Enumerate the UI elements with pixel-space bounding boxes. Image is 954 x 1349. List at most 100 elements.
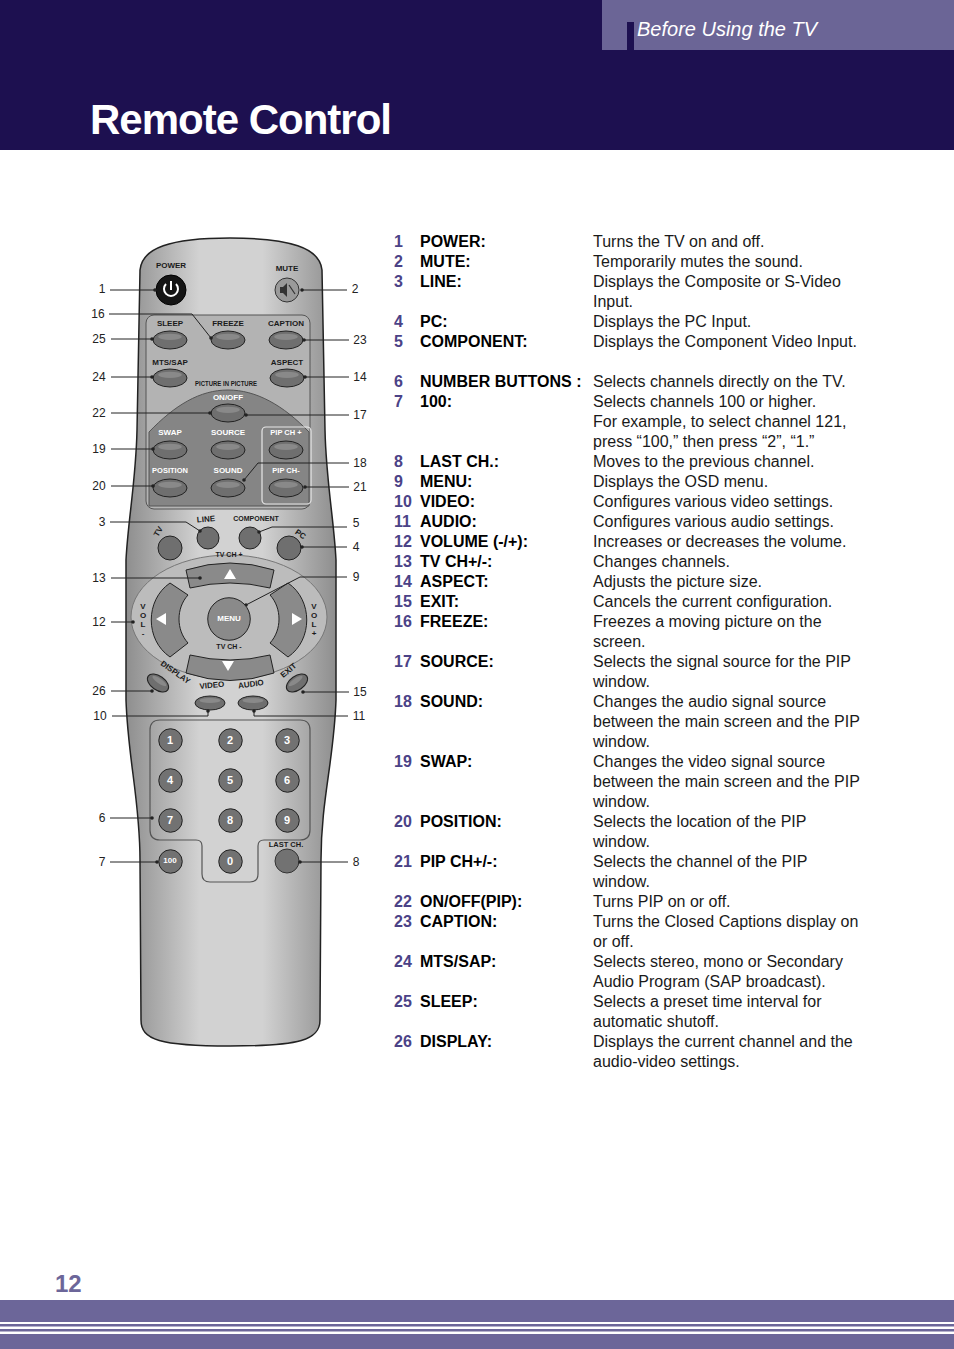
- button-label: CAPTION: [268, 320, 304, 328]
- function-name: NUMBER BUTTONS :: [420, 372, 581, 392]
- row-number: 9: [394, 472, 403, 492]
- mute-icon: [280, 283, 287, 297]
- row-number: 25: [394, 992, 412, 1012]
- callout-number: 6: [99, 812, 106, 825]
- button-label: SWAP: [158, 429, 182, 437]
- button-outline: [158, 728, 182, 752]
- leader-dot: [303, 375, 307, 379]
- button-highlight: [274, 334, 298, 340]
- callout-number: 2: [352, 283, 359, 296]
- function-description: Displays the PC Input.: [593, 312, 865, 332]
- function-description: Displays the Component Video Input.: [593, 332, 865, 352]
- row-number: 12: [394, 532, 412, 552]
- callout-number: 7: [99, 856, 106, 869]
- button-label: V O L -: [139, 602, 146, 638]
- remote-button: [153, 331, 187, 349]
- section-title: Before Using the TV: [637, 17, 817, 41]
- function-name: FREEZE:: [420, 612, 488, 632]
- function-description: Displays the current channel and the aud…: [593, 1032, 865, 1072]
- leader-line: [254, 711, 348, 716]
- function-name: AUDIO:: [420, 512, 477, 532]
- button-text: 8: [227, 815, 233, 826]
- mute-icon: [289, 285, 295, 294]
- button-text: 9: [284, 815, 290, 826]
- leader-dot: [303, 485, 307, 489]
- button-label: POSITION: [152, 467, 188, 475]
- button-outline: [275, 768, 299, 792]
- number-button: 3: [275, 728, 300, 753]
- power-button: [156, 275, 186, 305]
- leader-dot: [298, 860, 302, 864]
- number-button: 7: [158, 808, 183, 833]
- button-label: SOUND: [214, 467, 243, 475]
- function-description: Selects the channel of the PIP window.: [593, 852, 865, 892]
- function-description: Turns the TV on and off.: [593, 232, 865, 252]
- row-number: 8: [394, 452, 403, 472]
- leader-dot: [151, 447, 155, 451]
- function-name: POSITION:: [420, 812, 502, 832]
- button-text: 7: [167, 815, 173, 826]
- row-number: 18: [394, 692, 412, 712]
- leader-dot: [257, 530, 261, 534]
- function-description: Selects the location of the PIP window.: [593, 812, 865, 852]
- power-icon: [170, 281, 172, 290]
- row-number: 19: [394, 752, 412, 772]
- leader-dot: [150, 375, 154, 379]
- function-description: Turns PIP on or off.: [593, 892, 865, 912]
- leader-line: [246, 577, 347, 605]
- remote-button: [211, 404, 245, 422]
- callout-number: 15: [353, 686, 366, 699]
- function-description: Moves to the previous channel.: [593, 452, 865, 472]
- function-name: 100:: [420, 392, 452, 412]
- leader-line: [110, 290, 155, 291]
- function-name: EXIT:: [420, 592, 459, 612]
- leader-dot: [301, 690, 305, 694]
- leader-dot: [302, 338, 306, 342]
- callout-number: 11: [353, 710, 365, 723]
- leader-dot: [300, 545, 304, 549]
- function-description: Selects stereo, mono or Secondary Audio …: [593, 952, 865, 992]
- row-number: 20: [394, 812, 412, 832]
- button-text: 5: [227, 775, 233, 786]
- button-label: SLEEP: [157, 320, 183, 328]
- leader-line: [110, 818, 152, 819]
- source-button: [277, 536, 301, 560]
- footer-bar: [0, 1324, 954, 1327]
- arrow-up-symbol: [224, 569, 236, 579]
- footer-bar: [0, 1329, 954, 1332]
- callout-number: 24: [92, 371, 105, 384]
- button-highlight: [274, 444, 298, 450]
- page-number: 12: [55, 1270, 82, 1299]
- button-outline: [275, 808, 299, 832]
- leader-dot: [209, 336, 213, 340]
- button-highlight: [158, 334, 182, 340]
- function-description: Changes the video signal source between …: [593, 752, 865, 812]
- volume-down-button: [151, 583, 188, 657]
- row-number: 15: [394, 592, 412, 612]
- row-number: 11: [394, 512, 411, 532]
- button-label: FREEZE: [212, 320, 244, 328]
- leader-line: [304, 340, 349, 341]
- remote-button: [270, 369, 304, 387]
- button-outline: [158, 768, 182, 792]
- function-name: PC:: [420, 312, 448, 332]
- leader-line: [111, 413, 210, 414]
- button-highlight: [216, 482, 240, 488]
- source-button: [197, 527, 219, 549]
- button-highlight: [200, 698, 221, 703]
- callout-number: 4: [353, 541, 360, 554]
- button-outline: [208, 598, 251, 641]
- leader-dot: [206, 709, 210, 713]
- pip-panel: [149, 390, 309, 506]
- leader-line: [111, 622, 133, 623]
- function-name: VOLUME (-/+):: [420, 532, 528, 552]
- button-text: 6: [284, 775, 290, 786]
- row-number: 26: [394, 1032, 412, 1052]
- button-outline: [218, 728, 242, 752]
- row-number: 4: [394, 312, 403, 332]
- button-highlight: [158, 372, 182, 378]
- number-button: 8: [218, 808, 243, 833]
- source-button: [239, 527, 261, 549]
